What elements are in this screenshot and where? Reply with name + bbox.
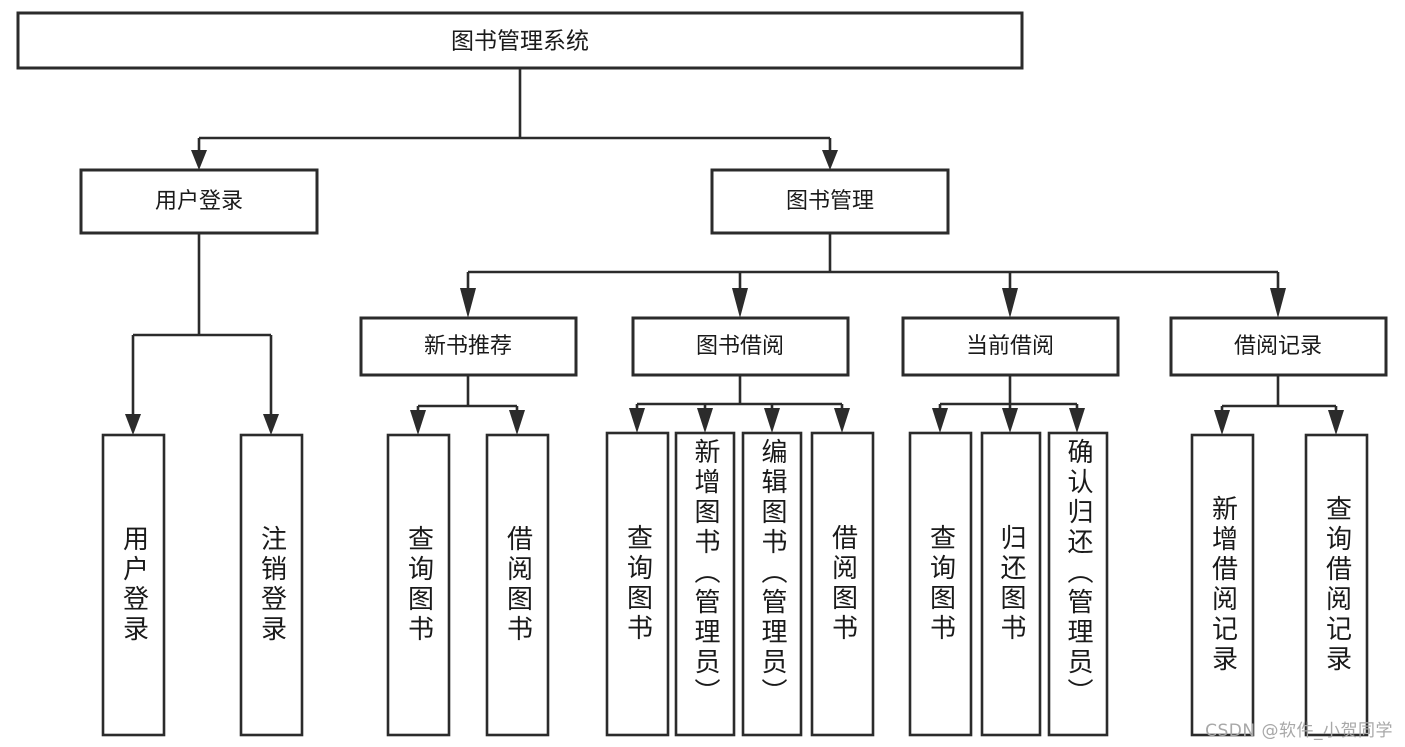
leaf-box-query-book-3[interactable] [908,431,973,737]
arrow-head-leaf-return-book [1002,408,1018,433]
leaf-box-query-book-2[interactable] [605,431,670,737]
leaf-box-edit-book[interactable] [741,431,803,737]
node-current-borrow-label: 当前借阅 [966,334,1054,359]
node-root[interactable]: 图书管理系统 [16,11,1024,70]
arrow-head-leaf-borrow-book-2 [834,408,850,433]
connectors-layer [125,68,1344,435]
arrow-head-leaf-logout [263,414,279,435]
leaf-box-logout[interactable] [239,433,304,737]
arrow-head-current-borrow [1002,288,1018,318]
leaf-box-query-record[interactable] [1304,433,1369,737]
node-book-manage-label: 图书管理 [786,189,874,214]
node-borrow-record-label: 借阅记录 [1234,334,1322,359]
nodes-layer: 图书管理系统 用户登录 图书管理 新书推荐 图书借阅 [16,11,1388,737]
node-root-label: 图书管理系统 [451,29,589,55]
arrow-head-leaf-borrow-book-1 [509,410,525,435]
arrow-head-leaf-query-book-3 [932,408,948,433]
leaf-box-add-book[interactable] [674,431,736,737]
node-new-book-recommend[interactable]: 新书推荐 [359,316,578,377]
arrow-head-leaf-user-login [125,414,141,435]
arrow-head-leaf-query-book-1 [410,410,426,435]
leaf-box-add-record[interactable] [1190,433,1255,737]
arrow-head-leaf-query-record [1328,410,1344,435]
node-current-borrow[interactable]: 当前借阅 [901,316,1120,377]
arrow-head-book-borrow [732,288,748,318]
node-book-borrow[interactable]: 图书借阅 [631,316,850,377]
node-book-manage[interactable]: 图书管理 [710,168,950,235]
arrow-head-leaf-query-book-2 [629,408,645,433]
leaf-box-confirm-return[interactable] [1047,431,1109,737]
arrow-head-user-login [191,150,207,170]
node-user-login[interactable]: 用户登录 [79,168,319,235]
leaf-box-borrow-book-2[interactable] [810,431,875,737]
arrow-head-leaf-add-book [697,408,713,433]
arrow-head-leaf-confirm-return [1069,408,1085,433]
arrow-head-borrow-record [1270,288,1286,318]
leaf-box-return-book[interactable] [980,431,1042,737]
leaf-box-user-login[interactable] [101,433,166,737]
arrow-head-leaf-edit-book [764,408,780,433]
arrow-head-book-manage [822,150,838,170]
node-book-borrow-label: 图书借阅 [696,334,784,359]
arrow-head-new-book-recommend [460,288,476,318]
csdn-watermark: CSDN @软件_小贺同学 [1205,721,1393,741]
node-borrow-record[interactable]: 借阅记录 [1169,316,1388,377]
node-new-book-recommend-label: 新书推荐 [424,334,512,359]
arrow-head-leaf-add-record [1214,410,1230,435]
leaf-box-query-book-1[interactable] [386,433,451,737]
leaf-box-borrow-book-1[interactable] [485,433,550,737]
node-user-login-label: 用户登录 [155,189,243,214]
